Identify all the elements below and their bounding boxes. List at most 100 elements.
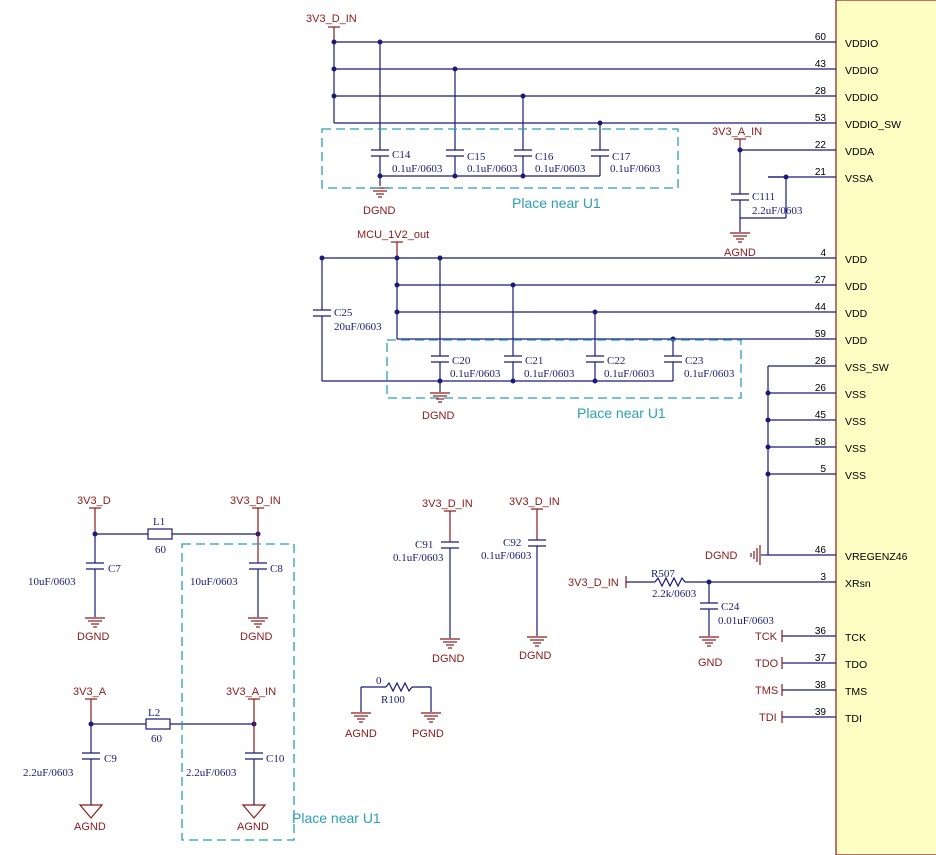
pin-name: VSS: [845, 389, 866, 401]
pin-number: 58: [815, 437, 827, 448]
pin-number: 5: [820, 464, 826, 475]
gnd-label-dgnd-3: DGND: [705, 550, 737, 562]
ic-pin-row: 28 VDDIO: [768, 86, 878, 104]
pin-number: 43: [815, 59, 827, 70]
ground-tie-section: 0 R100 AGND PGND: [345, 675, 444, 740]
c15-ref: C15: [467, 151, 486, 163]
c21-ref: C21: [525, 355, 543, 367]
c24-ref: C24: [721, 601, 740, 613]
vdda-section: 3V3_A_IN AGND C111 2.2uF/0603: [712, 126, 803, 259]
vddio-section: 3V3_D_IN: [306, 13, 768, 217]
pin-number: 53: [815, 113, 827, 124]
l1-value: 60: [155, 544, 167, 556]
pin-name: VDD: [845, 308, 868, 320]
c22-value: 0.1uF/0603: [604, 368, 655, 380]
c91-ref: C91: [415, 539, 433, 551]
ic-pin-row: 4 VDD: [768, 248, 868, 266]
c21-value: 0.1uF/0603: [524, 368, 575, 380]
pin-number: 28: [815, 86, 827, 97]
c25-ref: C25: [334, 307, 353, 319]
ic-pin-row: 39 TDI: [782, 707, 862, 725]
pin-name: VDDA: [845, 146, 874, 158]
pin-name: VSS: [845, 470, 866, 482]
ic-u1-body: [835, 0, 936, 855]
c91-value: 0.1uF/0603: [393, 552, 444, 564]
pin-name: XRsn: [845, 578, 871, 590]
pin-number: 39: [815, 707, 827, 718]
ic-pin-row: 45 VSS: [768, 410, 866, 428]
ic-pin-row: 43 VDDIO: [768, 59, 878, 77]
pin-name: TMS: [845, 686, 867, 698]
r100-ref: R100: [381, 694, 405, 706]
gnd-label-dgnd-4: DGND: [77, 631, 109, 643]
port-tdi: TDI: [759, 712, 777, 724]
port-tck: TCK: [755, 631, 778, 643]
c20-ref: C20: [452, 355, 471, 367]
pin-name: VDD: [845, 335, 868, 347]
pin-name: VDDIO: [845, 92, 878, 104]
pin-name: VSS: [845, 443, 866, 455]
pin-name: VDDIO_SW: [845, 119, 901, 131]
ic-pin-row: 58 VSS: [768, 437, 866, 455]
ic-pin-row: 22 VDDA: [768, 140, 874, 158]
net-label-3v3-a: 3V3_A: [73, 686, 107, 698]
pin-number: 4: [820, 248, 826, 259]
c8-value: 10uF/0603: [190, 576, 238, 588]
pin-name: VREGENZ46: [845, 551, 908, 563]
pin-name: VSS_SW: [845, 362, 889, 374]
pin-number: 37: [815, 653, 827, 664]
pin-number: 36: [815, 626, 827, 637]
ic-pin-row: 38 TMS: [782, 680, 867, 698]
pin-number: 59: [815, 329, 827, 340]
pin-number: 26: [815, 383, 827, 394]
c16-value: 0.1uF/0603: [535, 163, 586, 175]
ic-pin-row: 27 VDD: [768, 275, 868, 293]
c16-ref: C16: [535, 151, 554, 163]
c17-value: 0.1uF/0603: [610, 163, 661, 175]
c111-value: 2.2uF/0603: [752, 205, 803, 217]
gnd-label-dgnd-5: DGND: [240, 631, 272, 643]
pin-number: 45: [815, 410, 827, 421]
pin-number: 21: [815, 167, 827, 178]
pin-name: VSSA: [845, 173, 873, 185]
analog-filter-section: 3V3_A L2 60 C9 2.2uF/0603 AGND 3V3_A_IN …: [23, 543, 381, 841]
r507-ref: R507: [651, 568, 675, 580]
pin-name: VDD: [845, 281, 868, 293]
c7-value: 10uF/0603: [28, 576, 76, 588]
pin-name: TDO: [845, 659, 867, 671]
placement-box-vdd: [386, 339, 742, 399]
c9-ref: C9: [104, 753, 117, 765]
pin-name: VDDIO: [845, 38, 878, 50]
c92-value: 0.1uF/0603: [481, 550, 532, 562]
c10-value: 2.2uF/0603: [186, 767, 237, 779]
c111-ref: C111: [752, 191, 775, 203]
gnd-label-pgnd: PGND: [412, 728, 444, 740]
ic-pin-row: 26 VSS_SW: [768, 356, 889, 374]
jtag-ports: TCK TDO TMS TDI: [755, 630, 783, 724]
c23-value: 0.1uF/0603: [684, 368, 735, 380]
net-label-3v3-d-in-reset: 3V3_D_IN: [568, 577, 619, 589]
c23-ref: C23: [685, 355, 704, 367]
ic-pin-row: 46 VREGENZ46: [768, 545, 908, 563]
c8-ref: C8: [270, 563, 283, 575]
c92-ref: C92: [503, 537, 521, 549]
c15-value: 0.1uF/0603: [467, 163, 518, 175]
c25-value: 20uF/0603: [334, 321, 382, 333]
gnd-label-dgnd-6: DGND: [432, 653, 464, 665]
l1-ref: L1: [153, 516, 165, 528]
r100-value: 0: [376, 675, 382, 687]
gnd-label-dgnd: DGND: [363, 205, 395, 217]
place-near-note: Place near U1: [512, 195, 601, 211]
pin-name: TDI: [845, 713, 862, 725]
ic-pin-row: 37 TDO: [782, 653, 867, 671]
placement-box-vddio: [321, 128, 679, 189]
ic-pin-row: 53 VDDIO_SW: [768, 113, 901, 131]
ic-pin-row: 60 VDDIO: [768, 32, 878, 50]
pin-number: 26: [815, 356, 827, 367]
pin-number: 3: [820, 572, 826, 583]
gnd-label-dgnd-2: DGND: [422, 410, 454, 422]
net-label-3v3-a-in: 3V3_A_IN: [712, 126, 762, 138]
c9-value: 2.2uF/0603: [23, 767, 74, 779]
c14-ref: C14: [392, 149, 411, 161]
